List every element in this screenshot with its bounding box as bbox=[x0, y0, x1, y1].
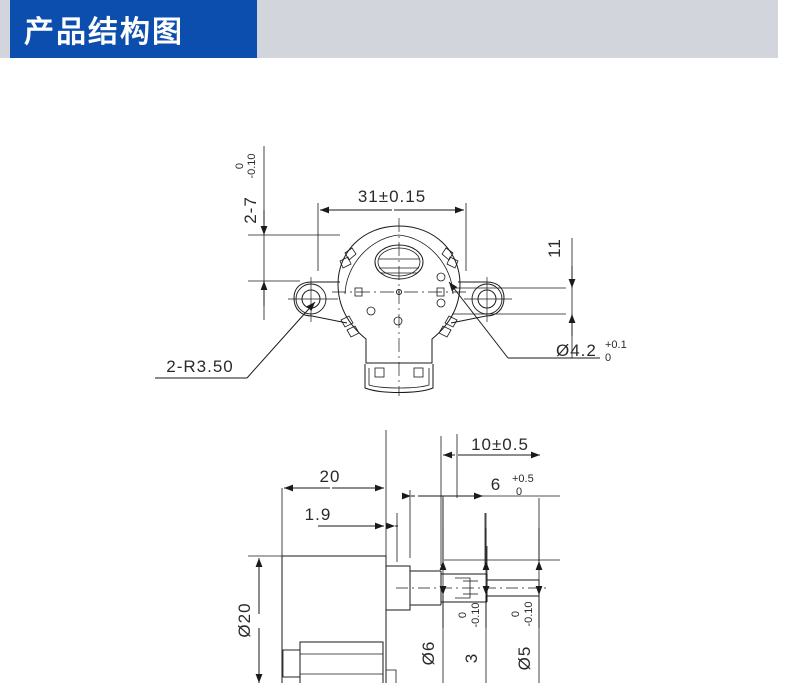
top-view-centerlines bbox=[332, 218, 466, 396]
label-ear-height: 11 bbox=[545, 238, 564, 258]
label-shaft-dia5-tol-upper: 0 bbox=[510, 611, 522, 617]
label-shaft-length: 10±0.5 bbox=[471, 435, 529, 454]
leader-radius bbox=[155, 301, 316, 379]
top-view-group bbox=[155, 146, 600, 396]
label-hole-dia-tol-lower: 0 bbox=[605, 352, 611, 364]
label-length-20: 20 bbox=[320, 467, 341, 486]
motor-side-body bbox=[281, 555, 546, 683]
label-length-19: 1.9 bbox=[305, 505, 332, 524]
label-ear-thickness: 2-7 bbox=[241, 196, 260, 224]
label-hole-dia-tol-upper: +0.1 bbox=[605, 339, 627, 351]
leader-hole-dia bbox=[448, 281, 600, 359]
left-mounting-ear bbox=[288, 277, 348, 324]
label-shaft-3-tol-upper: 0 bbox=[457, 612, 469, 618]
side-view-group bbox=[248, 430, 560, 683]
right-mounting-ear bbox=[450, 277, 512, 324]
product-structure-drawing: 2-7 0 -0.10 31±0.15 2-R3.50 11 Ø4.2 +0.1… bbox=[0, 58, 790, 683]
label-shaft-step-tol-upper: +0.5 bbox=[512, 473, 534, 485]
label-ear-thickness-tol-upper: 0 bbox=[234, 163, 246, 169]
label-hole-dia: Ø4.2 bbox=[556, 341, 597, 360]
label-shaft-dia6: Ø6 bbox=[419, 641, 438, 666]
page-title: 产品结构图 bbox=[24, 15, 184, 50]
label-body-dia: Ø20 bbox=[235, 602, 254, 637]
label-ear-thickness-tol-lower: -0.10 bbox=[246, 153, 258, 178]
technical-drawing-svg: 2-7 0 -0.10 31±0.15 2-R3.50 11 Ø4.2 +0.1… bbox=[155, 146, 627, 683]
label-body-width: 31±0.15 bbox=[358, 187, 426, 206]
header-band: 产品结构图 bbox=[0, 0, 778, 58]
label-shaft-step: 6 bbox=[491, 475, 501, 494]
top-view-extension-lines bbox=[248, 146, 573, 358]
label-shaft-dia5: Ø5 bbox=[515, 646, 534, 671]
label-shaft-3-tol-lower: -0.10 bbox=[470, 602, 482, 627]
page-title-box: 产品结构图 bbox=[10, 0, 257, 58]
label-shaft-dia5-tol-lower: -0.10 bbox=[523, 601, 535, 626]
label-shaft-step-tol-lower: 0 bbox=[516, 486, 522, 498]
label-radius: 2-R3.50 bbox=[166, 357, 233, 376]
label-shaft-3: 3 bbox=[462, 653, 481, 663]
